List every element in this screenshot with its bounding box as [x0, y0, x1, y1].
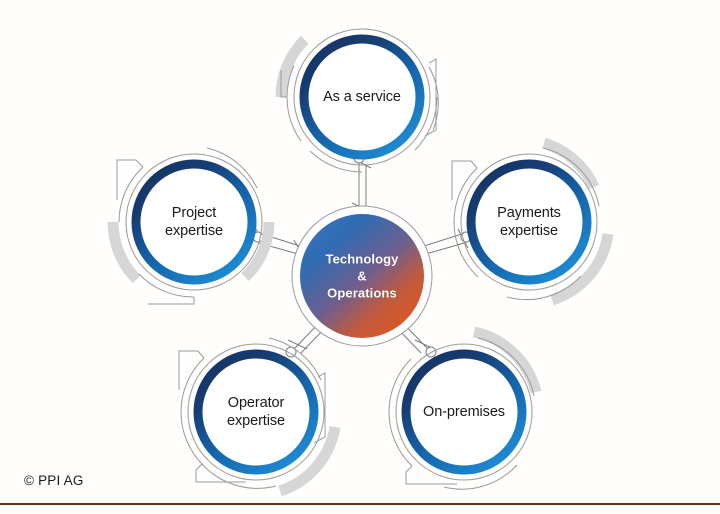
decor-arc-outline-b — [138, 273, 195, 298]
decor-bracket-left — [280, 70, 287, 98]
decor-arc-outline-c — [542, 147, 600, 207]
node-operator-expertise[interactable] — [178, 337, 341, 497]
decor-arc-gray — [542, 137, 600, 190]
node-face — [141, 169, 247, 275]
node-payments-expertise[interactable] — [451, 137, 614, 306]
node-outer-ring — [187, 343, 325, 481]
decor-bracket-topleft — [451, 160, 478, 200]
decor-bracket-topleft — [178, 350, 205, 390]
node-outer-ring — [460, 153, 598, 291]
decor-arc-outline-d — [506, 275, 582, 301]
node-face — [309, 44, 415, 150]
decor-arc-outline-b — [388, 411, 413, 467]
decor-arc-outline-c — [206, 147, 258, 189]
decor-arc-outline-c — [268, 337, 322, 381]
decor-arc-gray — [472, 326, 542, 394]
decor-arc-outline-a — [180, 357, 205, 413]
center-gradient-disc — [300, 214, 424, 338]
decor-arc-outline-b — [286, 96, 302, 142]
node-as-a-service[interactable] — [275, 28, 439, 173]
node-face — [411, 359, 517, 465]
node-outer-ring — [293, 28, 431, 166]
node-outer-ring — [125, 153, 263, 291]
node-face — [476, 169, 582, 275]
decor-arc-outline-c — [477, 337, 535, 397]
node-face — [203, 359, 309, 465]
bottom-rule-divider — [0, 503, 720, 505]
decor-arc-outline-a — [118, 166, 144, 223]
node-outer-ring — [395, 343, 533, 481]
decor-arc-outline-a — [453, 167, 478, 223]
decor-arc-outline-c — [414, 96, 438, 151]
decor-arc-gray-2 — [241, 221, 275, 282]
decor-arc-outline-a — [388, 358, 412, 413]
node-project-expertise[interactable] — [107, 147, 275, 305]
decor-bracket-bottom — [148, 297, 195, 305]
node-on-premises[interactable] — [388, 326, 542, 490]
decor-bracket-right — [313, 372, 326, 444]
decor-arc-gray-2 — [550, 233, 614, 306]
decor-arc-outline-d — [201, 463, 277, 489]
decor-arc-outline-b — [180, 411, 204, 466]
decor-arc-outline-d — [443, 464, 518, 490]
decor-arc-gray — [278, 425, 341, 497]
decor-arc-outline-d — [309, 150, 363, 173]
decor-arc-outline-a — [286, 65, 295, 98]
center-hub[interactable] — [291, 205, 433, 347]
decor-bracket-right — [424, 58, 437, 137]
copyright-notice: © PPI AG — [24, 473, 84, 488]
decor-bracket-topleft — [116, 159, 144, 200]
decor-bracket-bottom — [405, 465, 457, 485]
decor-arc-outline-b — [453, 221, 479, 278]
decor-bracket-bottom — [195, 463, 246, 483]
decor-arc-outline-e — [428, 66, 439, 131]
decor-arc-gray — [107, 221, 141, 284]
